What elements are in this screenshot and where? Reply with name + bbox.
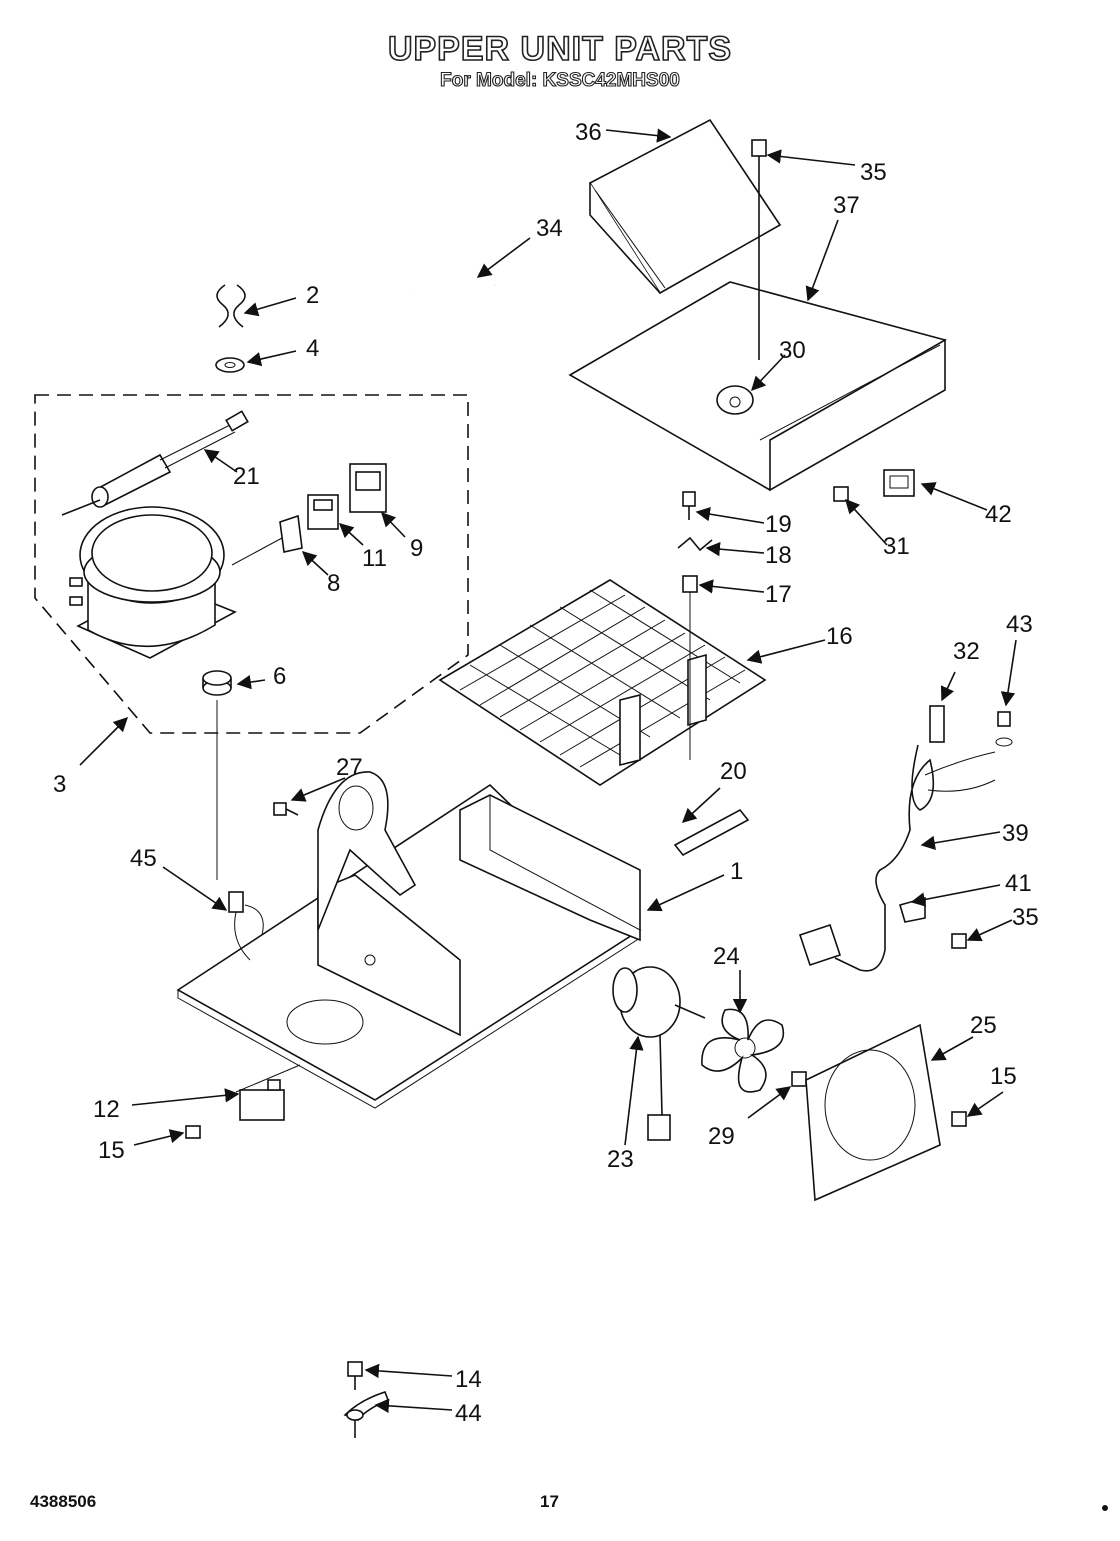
overload-protector-21 bbox=[61, 410, 249, 516]
wire-harness-45 bbox=[228, 891, 264, 961]
callout-11: 11 bbox=[362, 545, 387, 572]
callout-34: 34 bbox=[536, 215, 563, 242]
probe-20 bbox=[673, 808, 750, 857]
relay-bracket-8 bbox=[231, 514, 303, 566]
support-bracket-27 bbox=[317, 771, 417, 931]
compressor-body bbox=[69, 506, 237, 659]
callout-24: 24 bbox=[713, 943, 740, 970]
callout-39: 39 bbox=[1002, 820, 1029, 847]
callout-16: 16 bbox=[826, 623, 853, 650]
callout-32: 32 bbox=[953, 638, 980, 665]
page-title: UPPER UNIT PARTS bbox=[387, 29, 733, 69]
compressor-bracket bbox=[317, 874, 461, 1037]
leader-lines bbox=[79, 128, 1017, 1414]
shroud-bracket-1 bbox=[459, 794, 641, 942]
connector-42 bbox=[883, 469, 915, 497]
callout-15-right: 15 bbox=[990, 1063, 1017, 1090]
screw-15-right bbox=[951, 1111, 967, 1127]
fan-shroud-25 bbox=[805, 1023, 941, 1202]
clamp-18 bbox=[677, 536, 713, 552]
page-number: 17 bbox=[540, 1492, 559, 1511]
spacer-32 bbox=[929, 705, 945, 743]
callout-36: 36 bbox=[575, 119, 602, 146]
callout-8: 8 bbox=[327, 570, 340, 597]
hose-34 bbox=[409, 244, 498, 291]
callout-44: 44 bbox=[455, 1400, 482, 1427]
screw-35-right bbox=[951, 933, 967, 949]
callout-2: 2 bbox=[306, 282, 319, 309]
screw-27 bbox=[273, 802, 299, 816]
callout-18: 18 bbox=[765, 542, 792, 569]
screw-15-left bbox=[185, 1125, 201, 1139]
callout-45: 45 bbox=[130, 845, 157, 872]
callout-14: 14 bbox=[455, 1366, 482, 1393]
thermostat-30 bbox=[716, 385, 754, 415]
model-subtitle: For Model: KSSC42MHS00 bbox=[440, 69, 681, 91]
callout-20: 20 bbox=[720, 758, 747, 785]
callout-19: 19 bbox=[765, 511, 792, 538]
callout-31: 31 bbox=[883, 533, 910, 560]
callout-15-left: 15 bbox=[98, 1137, 125, 1164]
evaporator-coil-16 bbox=[438, 579, 767, 786]
callout-29: 29 bbox=[708, 1123, 735, 1150]
callout-41: 41 bbox=[1005, 870, 1032, 897]
power-cord-39 bbox=[798, 744, 996, 972]
screw-31 bbox=[833, 486, 849, 502]
callout-43: 43 bbox=[1006, 611, 1033, 638]
callout-12: 12 bbox=[93, 1096, 120, 1123]
bracket-44 bbox=[343, 1391, 390, 1438]
callout-labels: 36 35 37 34 2 4 30 21 9 11 8 19 18 17 16… bbox=[53, 119, 1039, 1427]
capacitor-12 bbox=[239, 1079, 285, 1121]
start-relay-11 bbox=[307, 494, 339, 530]
callout-3: 3 bbox=[53, 771, 66, 798]
callout-17: 17 bbox=[765, 581, 792, 608]
clip-17 bbox=[682, 575, 698, 760]
fan-motor-23 bbox=[612, 966, 706, 1141]
air-duct-36 bbox=[588, 118, 782, 295]
overload-cover-9 bbox=[349, 463, 387, 513]
screw-19 bbox=[682, 491, 696, 520]
callout-23: 23 bbox=[607, 1146, 634, 1173]
document-number: 4388506 bbox=[30, 1492, 97, 1511]
callout-37: 37 bbox=[833, 192, 860, 219]
callout-35-right: 35 bbox=[1012, 904, 1039, 931]
clip-29 bbox=[791, 1071, 807, 1087]
callout-27: 27 bbox=[336, 754, 363, 781]
callout-4: 4 bbox=[306, 335, 319, 362]
callout-21: 21 bbox=[233, 463, 260, 490]
compressor-group-outline bbox=[34, 394, 469, 734]
callout-1: 1 bbox=[730, 858, 743, 885]
callout-42: 42 bbox=[985, 501, 1012, 528]
callout-35: 35 bbox=[860, 159, 887, 186]
callout-30: 30 bbox=[779, 337, 806, 364]
mounting-plate-37 bbox=[568, 281, 947, 492]
fan-blade-24 bbox=[701, 1008, 785, 1093]
corner-mark bbox=[1102, 1505, 1108, 1511]
callout-6: 6 bbox=[273, 663, 286, 690]
washer-4 bbox=[215, 357, 245, 373]
screw-14 bbox=[347, 1361, 363, 1390]
screw-35-top bbox=[751, 139, 767, 360]
grommet-6 bbox=[202, 670, 232, 880]
callout-25: 25 bbox=[970, 1012, 997, 1039]
screw-43 bbox=[995, 711, 1013, 747]
callout-9: 9 bbox=[410, 535, 423, 562]
clip-2 bbox=[216, 284, 246, 328]
